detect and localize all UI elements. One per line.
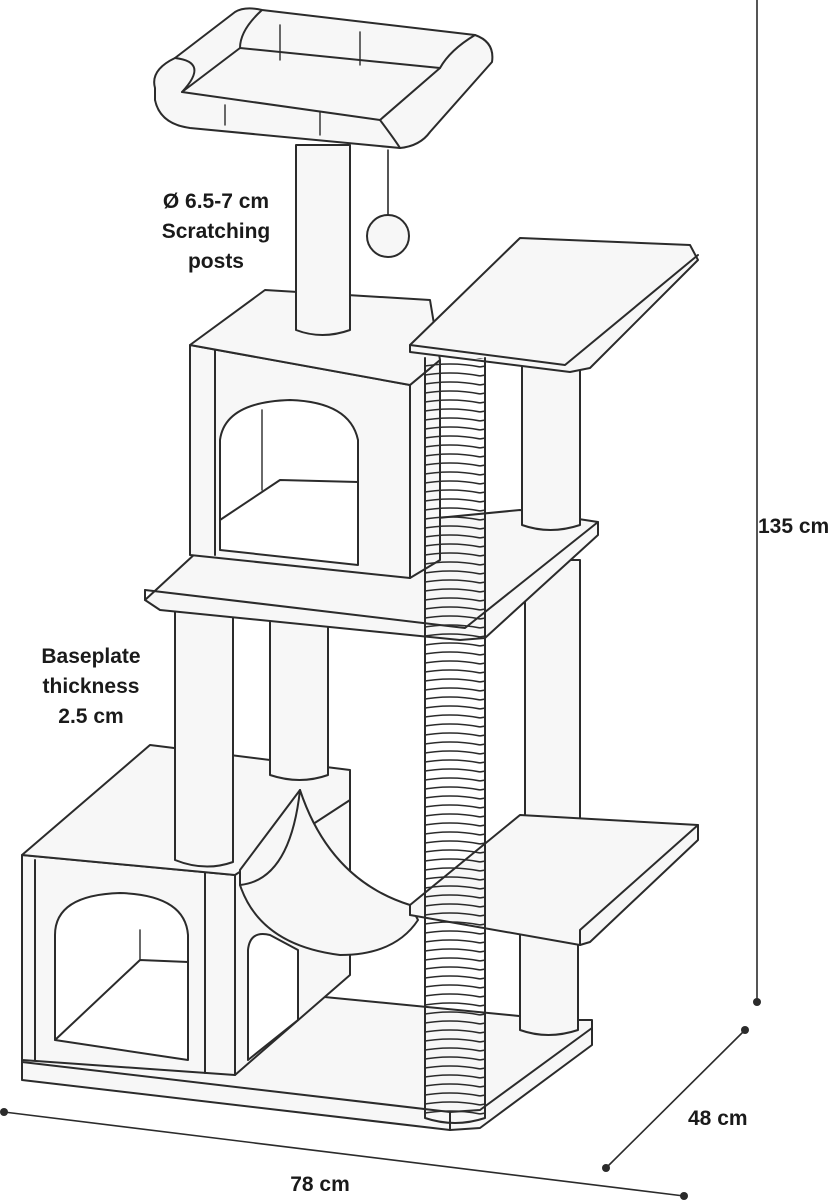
- baseplate-line-2: thickness: [42, 675, 140, 698]
- width-dimension-line: [0, 1108, 688, 1200]
- sisal-scratching-post: [424, 357, 486, 1124]
- posts-line-2: Scratching: [161, 220, 271, 243]
- depth-dimension-line: [602, 1026, 749, 1172]
- hammock: [239, 789, 419, 956]
- upper-right-platform: [409, 237, 699, 373]
- baseplate-annotation: Baseplate thickness 2.5 cm: [28, 642, 154, 732]
- depth-label: 48 cm: [688, 1107, 748, 1130]
- height-label: 135 cm: [758, 515, 830, 538]
- top-bed: [153, 7, 494, 149]
- baseplate-line-3: 2.5 cm: [58, 705, 124, 728]
- bottom-right-post: [519, 929, 579, 1036]
- top-post: [295, 144, 351, 336]
- posts-line-3: posts: [187, 250, 244, 273]
- middle-posts: [174, 559, 581, 868]
- top-condo: [189, 289, 441, 579]
- scratching-posts-annotation: Ø 6.5-7 cm Scratching posts: [150, 187, 282, 277]
- baseplate-line-1: Baseplate: [41, 645, 141, 668]
- hanging-toy: [366, 149, 410, 258]
- width-label: 78 cm: [290, 1173, 350, 1196]
- upper-right-post: [521, 364, 581, 531]
- posts-line-1: Ø 6.5-7 cm: [162, 190, 270, 213]
